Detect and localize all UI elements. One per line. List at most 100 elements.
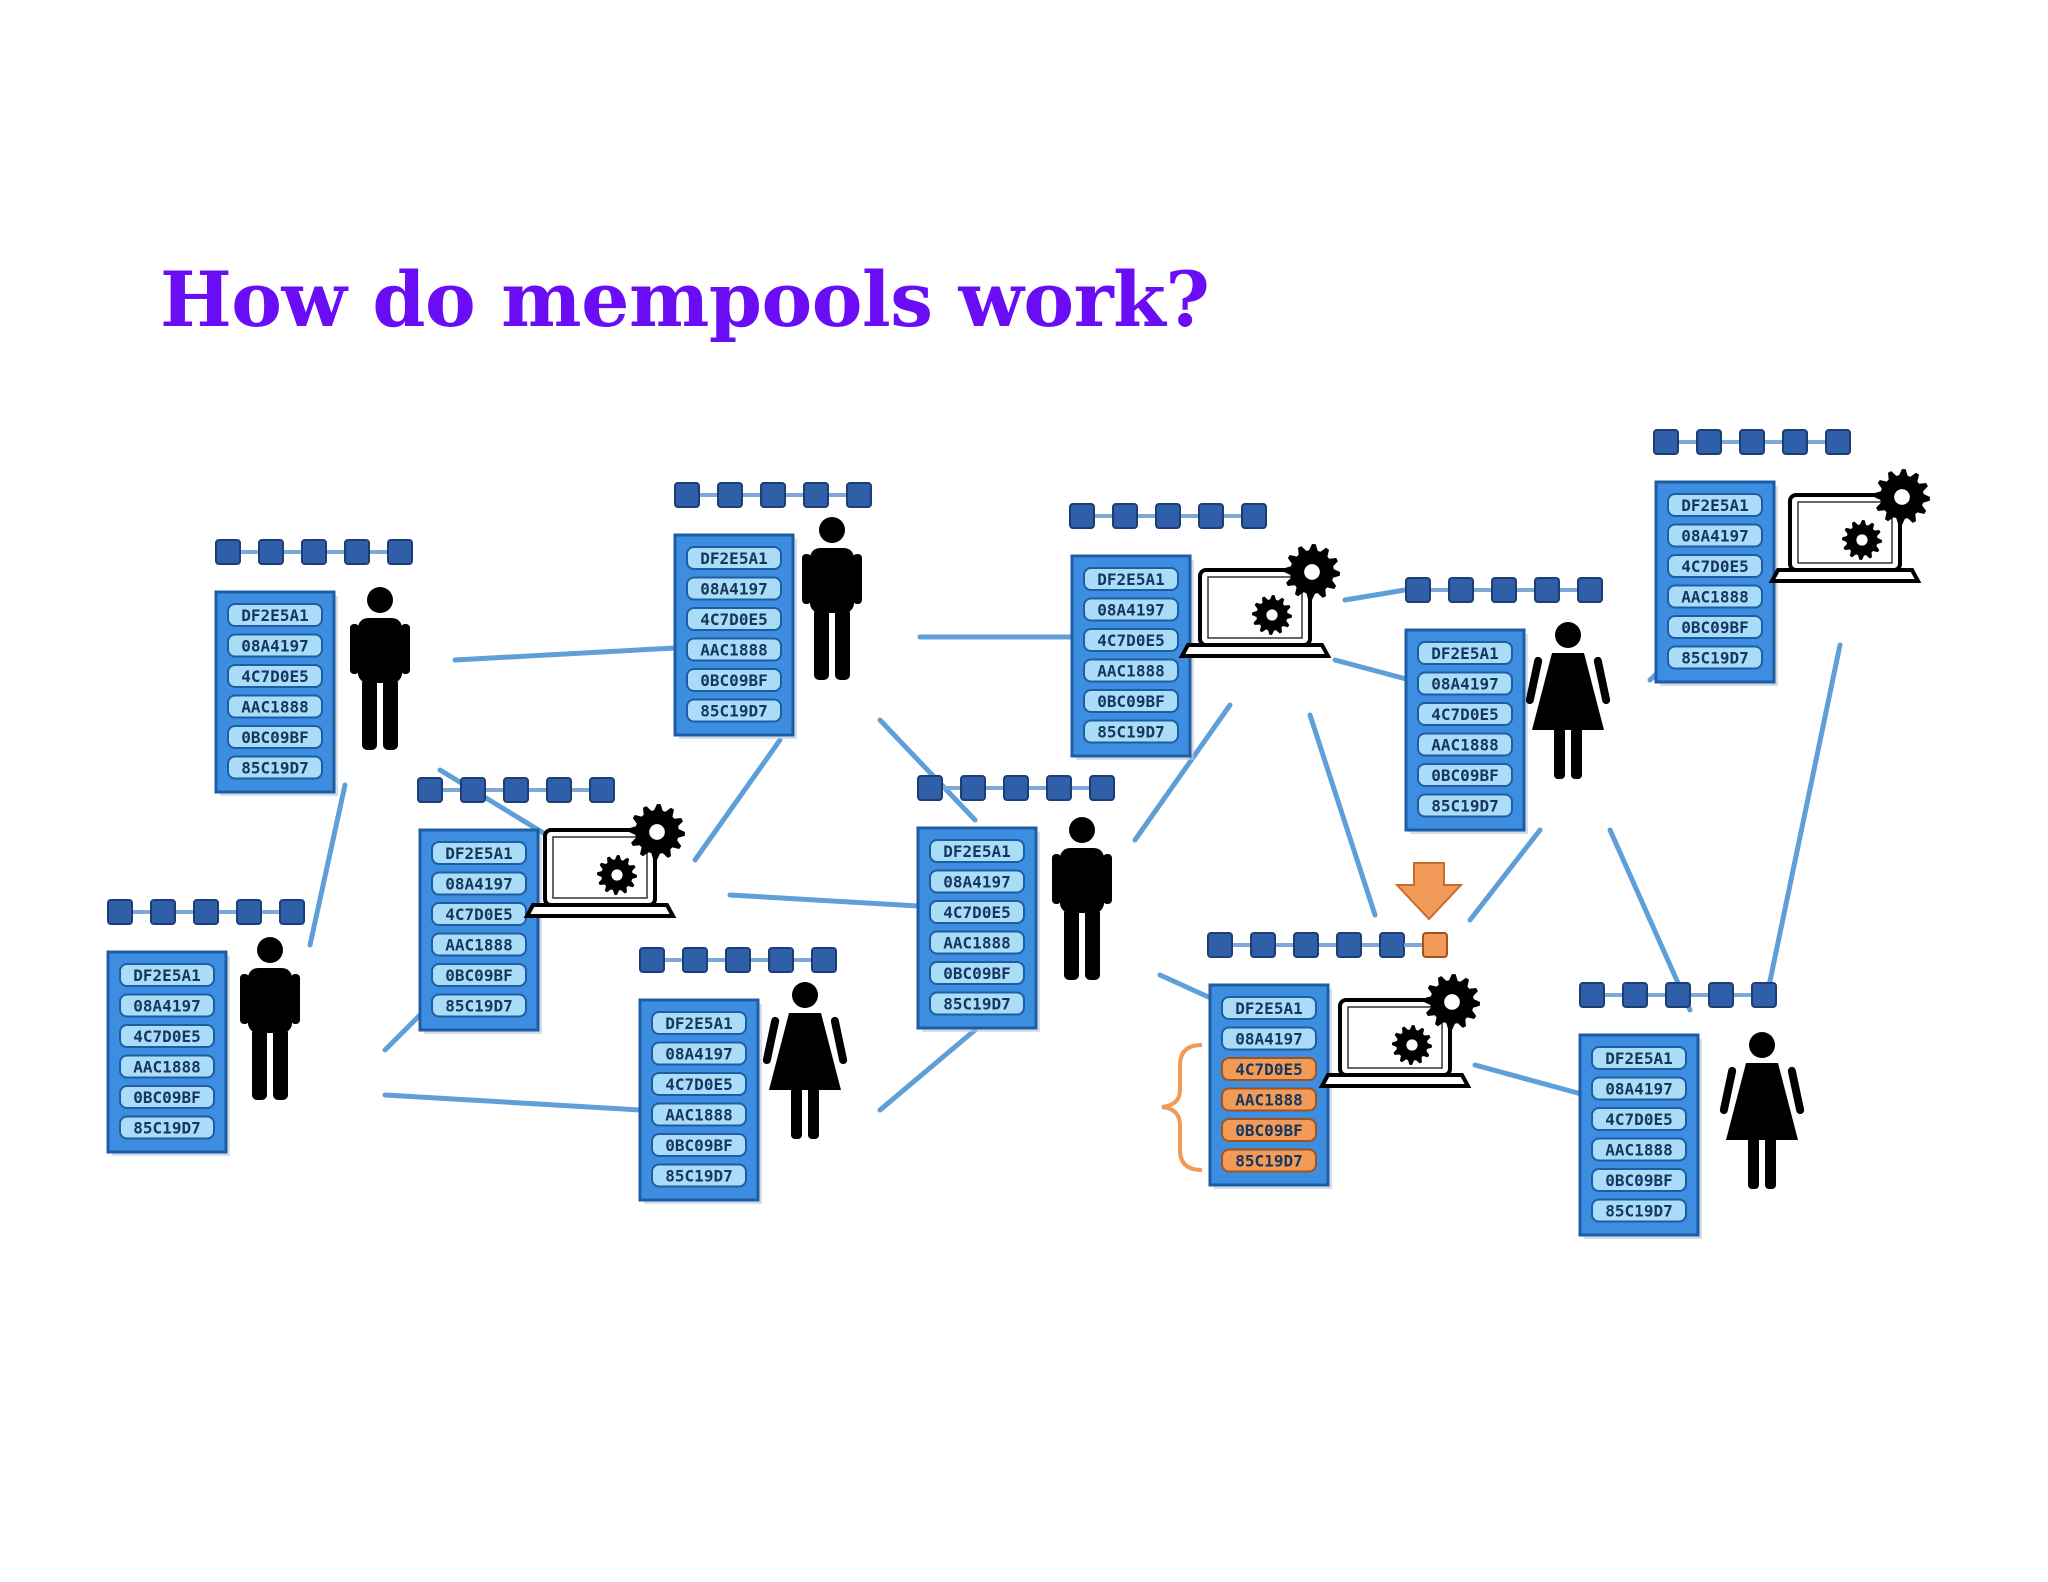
transaction-cell <box>929 930 1025 955</box>
network-edge <box>1307 712 1378 918</box>
chain-block <box>215 539 241 565</box>
network-node-n1: DF2E5A108A41974C7D0E5AAC18880BC09BF85C19… <box>214 539 413 796</box>
chain-block <box>960 775 986 801</box>
chain-block <box>387 539 413 565</box>
transaction-id: 0BC09BF <box>1605 1171 1672 1190</box>
selected-transaction-cell <box>1221 1118 1317 1142</box>
person-female-icon <box>762 982 848 1139</box>
transaction-id: DF2E5A1 <box>665 1014 732 1033</box>
gear-icon <box>1424 974 1480 1030</box>
chain-block <box>768 947 794 973</box>
transaction-id: 08A4197 <box>943 873 1010 892</box>
transaction-cell <box>929 991 1025 1016</box>
transaction-id: 0BC09BF <box>943 964 1010 983</box>
transaction-id: DF2E5A1 <box>445 844 512 863</box>
chain-block <box>1198 503 1224 529</box>
curly-bracket-icon <box>1161 1043 1203 1172</box>
transaction-id: 08A4197 <box>1235 1030 1302 1049</box>
network-node-n7: DF2E5A108A41974C7D0E5AAC18880BC09BF85C19… <box>106 899 305 1156</box>
chain-block <box>917 775 943 801</box>
network-edge <box>692 737 783 863</box>
network-edge <box>437 767 558 843</box>
network-node-n11: DF2E5A108A41974C7D0E5AAC18880BC09BF85C19… <box>1578 982 1805 1239</box>
network-node-n5: DF2E5A108A41974C7D0E5AAC18880BC09BF85C19… <box>1069 503 1340 760</box>
transaction-id: 08A4197 <box>1605 1080 1672 1099</box>
chain-block <box>1448 577 1474 603</box>
person-male-icon <box>802 517 862 680</box>
mempool-ledger: DF2E5A108A41974C7D0E5AAC18880BC09BF85C19… <box>214 590 338 796</box>
transaction-id: DF2E5A1 <box>943 842 1010 861</box>
chain-block <box>460 777 486 803</box>
gear-icon <box>1842 520 1882 560</box>
transaction-id: DF2E5A1 <box>1431 644 1498 663</box>
blockchain-row <box>1653 429 1851 455</box>
chain-block <box>258 539 284 565</box>
network-edge <box>1607 827 1693 1013</box>
transaction-cell <box>227 725 323 749</box>
transaction-id: DF2E5A1 <box>1681 496 1748 515</box>
chain-block <box>1089 775 1115 801</box>
transaction-cell <box>686 637 782 662</box>
network-edge <box>1132 702 1233 843</box>
transaction-cell <box>431 963 527 987</box>
transaction-id: 85C19D7 <box>1605 1202 1672 1221</box>
transaction-cell <box>1591 1198 1687 1223</box>
miner-laptop-icon <box>1178 544 1340 658</box>
transaction-cell <box>686 546 782 570</box>
transaction-id: AAC1888 <box>133 1058 200 1077</box>
block-creation-highlight <box>1161 862 1464 1172</box>
transaction-cell <box>1221 1026 1317 1051</box>
transaction-cell <box>227 694 323 719</box>
miner-laptop-icon <box>523 804 685 918</box>
transaction-cell <box>227 755 323 780</box>
transaction-cell <box>1591 1168 1687 1192</box>
gear-icon <box>1392 1025 1432 1065</box>
transaction-id: 0BC09BF <box>700 671 767 690</box>
transaction-id: 85C19D7 <box>943 995 1010 1014</box>
chain-block <box>1379 932 1405 958</box>
blockchain-row <box>1069 503 1267 529</box>
transaction-cell <box>1083 719 1179 744</box>
chain-block <box>279 899 305 925</box>
chain-block <box>107 899 133 925</box>
chain-block <box>682 947 708 973</box>
blockchain-row <box>917 775 1115 801</box>
transaction-id: 85C19D7 <box>133 1119 200 1138</box>
chain-block <box>344 539 370 565</box>
transaction-cell <box>1417 641 1513 665</box>
transaction-cell <box>227 633 323 658</box>
transaction-cell <box>651 1072 747 1096</box>
transaction-id: AAC1888 <box>241 698 308 717</box>
transaction-cell <box>929 869 1025 894</box>
blockchain-row <box>1405 577 1603 603</box>
transaction-cell <box>651 1041 747 1066</box>
transaction-cell <box>1591 1107 1687 1131</box>
transaction-id: 4C7D0E5 <box>133 1027 200 1046</box>
transaction-cell <box>1417 702 1513 726</box>
network-node-n3: DF2E5A108A41974C7D0E5AAC18880BC09BF85C19… <box>417 777 685 1034</box>
transaction-id: 4C7D0E5 <box>665 1075 732 1094</box>
transaction-id: 08A4197 <box>700 580 767 599</box>
transaction-cell <box>651 1163 747 1188</box>
chain-block <box>674 482 700 508</box>
transaction-id: 08A4197 <box>665 1045 732 1064</box>
gear-icon <box>629 804 685 860</box>
transaction-id: 85C19D7 <box>1431 797 1498 816</box>
transaction-cell <box>119 993 215 1018</box>
transaction-id: DF2E5A1 <box>1605 1049 1672 1068</box>
network-edge <box>727 892 921 909</box>
transaction-cell <box>1083 628 1179 652</box>
transaction-cell <box>119 1085 215 1109</box>
chain-block <box>803 482 829 508</box>
network-edge <box>382 1012 423 1053</box>
transaction-cell <box>651 1011 747 1035</box>
transaction-cell <box>686 607 782 631</box>
transaction-cell <box>1083 658 1179 683</box>
transaction-cell <box>1667 493 1763 517</box>
network-node-n8: DF2E5A108A41974C7D0E5AAC18880BC09BF85C19… <box>1404 577 1611 834</box>
gear-icon <box>1874 469 1930 525</box>
chain-block <box>1782 429 1808 455</box>
chain-block <box>503 777 529 803</box>
transaction-id: 0BC09BF <box>241 728 308 747</box>
blockchain-row <box>674 482 872 508</box>
